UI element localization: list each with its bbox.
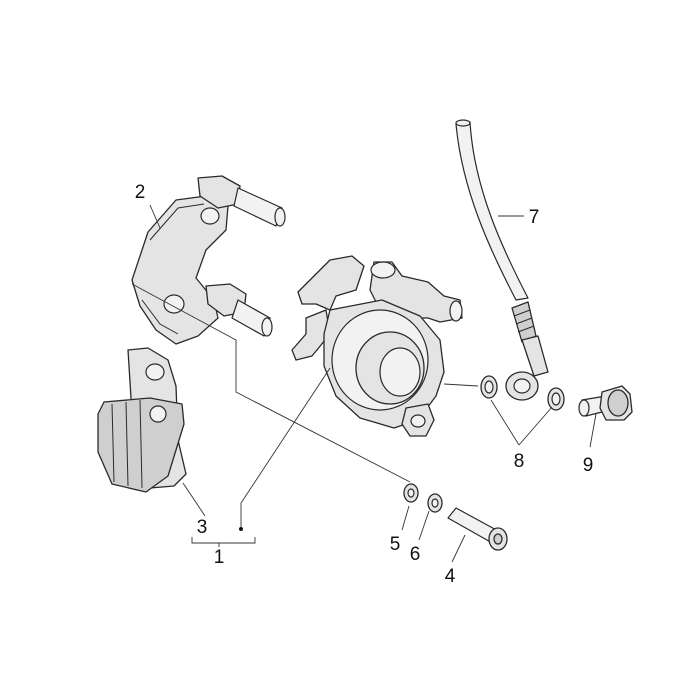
callout-6: 6 xyxy=(410,544,421,565)
caliper-bolt xyxy=(447,507,508,551)
banjo-bolt xyxy=(578,385,633,421)
brake-hose xyxy=(455,119,549,401)
callout-4: 4 xyxy=(445,566,456,587)
callout-5: 5 xyxy=(390,534,401,555)
brake-caliper xyxy=(291,255,463,437)
brake-pads xyxy=(97,347,187,493)
callout-2: 2 xyxy=(135,182,146,203)
callout-1: 1 xyxy=(214,547,225,568)
washers xyxy=(403,375,565,513)
leader-dot xyxy=(239,527,243,531)
callout-8: 8 xyxy=(514,451,525,472)
callout-7: 7 xyxy=(529,207,540,228)
leader-lines xyxy=(131,204,597,563)
caliper-bracket xyxy=(131,175,286,345)
callout-3: 3 xyxy=(197,517,208,538)
callout-9: 9 xyxy=(583,455,594,476)
callout-labels: 1 2 3 4 5 6 7 8 9 xyxy=(135,182,594,587)
